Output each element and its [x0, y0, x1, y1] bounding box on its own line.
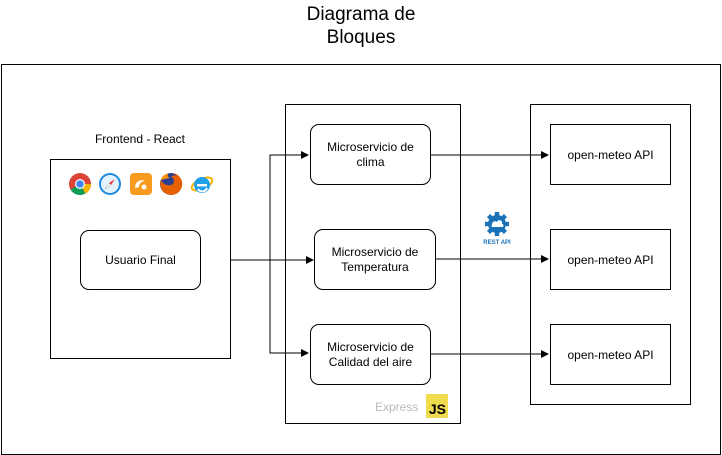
apis-container	[530, 104, 691, 405]
api-node-2: open-meteo API	[550, 229, 671, 290]
frontend-label: Frontend - React	[94, 132, 186, 146]
diagram-title-line-2: Bloques	[326, 27, 396, 48]
service-node-calidad-aire: Microservicio de Calidad del aire	[310, 324, 431, 385]
uc-browser-icon	[130, 173, 152, 195]
api-node-1: open-meteo API	[550, 124, 671, 185]
javascript-logo: JS	[426, 394, 448, 418]
internet-explorer-icon	[190, 176, 214, 193]
backend-container	[285, 104, 461, 424]
connector-user-to-calidad	[269, 260, 309, 357]
frontend-container	[50, 159, 231, 359]
api-node-3: open-meteo API	[550, 324, 671, 385]
chrome-icon	[69, 173, 91, 195]
rest-api-gear-icon	[485, 212, 509, 236]
firefox-icon	[160, 172, 183, 195]
user-node: Usuario Final	[80, 230, 201, 290]
service-node-clima: Microservicio de clima	[310, 124, 431, 185]
service-node-temperatura: Microservicio de Temperatura	[314, 229, 436, 290]
rest-api-label: REST API	[483, 240, 511, 246]
diagram-title-line-1: Diagrama de	[306, 4, 416, 25]
safari-icon	[99, 173, 121, 195]
express-logo: Express	[375, 400, 419, 414]
